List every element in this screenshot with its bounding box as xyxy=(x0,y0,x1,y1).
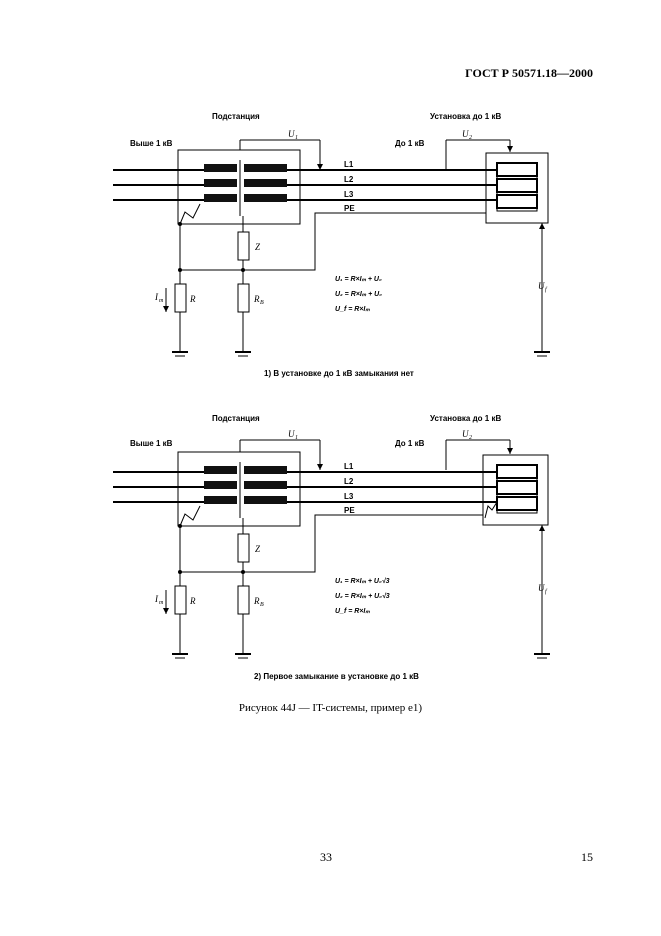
pe-label: PE xyxy=(344,506,355,515)
formula-uf: U_f = R×Iₘ xyxy=(335,306,370,313)
document-header: ГОСТ Р 50571.18—2000 xyxy=(465,66,593,80)
uf-label: U xyxy=(538,281,545,291)
uf-sub: f xyxy=(545,588,548,595)
u2-sub: 2 xyxy=(469,135,472,141)
u2-label: U xyxy=(462,429,469,439)
l3-label: L3 xyxy=(344,492,354,501)
uf-sub: f xyxy=(545,286,548,293)
pe-label: PE xyxy=(344,204,355,213)
formula-uf: U_f = R×Iₘ xyxy=(335,608,370,615)
rb-sub: B xyxy=(260,602,264,608)
diagram-2-caption: 2) Первое замыкание в установке до 1 кВ xyxy=(254,672,419,681)
l1-label: L1 xyxy=(344,160,354,169)
rb-label: R xyxy=(253,294,260,304)
page-number-center: 33 xyxy=(320,850,332,864)
above-1kv-label: Выше 1 кВ xyxy=(130,139,173,148)
uf-label: U xyxy=(538,583,545,593)
page-number-right: 15 xyxy=(581,850,593,864)
diagram-2: Подстанция Установка до 1 кВ Выше 1 кВ Д… xyxy=(113,414,550,681)
l1-label: L1 xyxy=(344,462,354,471)
im-label: I xyxy=(154,594,159,604)
l2-label: L2 xyxy=(344,175,354,184)
im-sub: m xyxy=(159,600,164,606)
diagram-1: Подстанция Установка до 1 кВ Выше 1 кВ Д… xyxy=(113,112,550,378)
r-label: R xyxy=(189,596,196,606)
above-1kv-label: Выше 1 кВ xyxy=(130,439,173,448)
u1-sub: 1 xyxy=(295,435,298,441)
u2-sub: 2 xyxy=(469,435,472,441)
im-label: I xyxy=(154,292,159,302)
z-label: Z xyxy=(255,544,261,554)
r-label: R xyxy=(189,294,196,304)
u1-label: U xyxy=(288,129,295,139)
u1-label: U xyxy=(288,429,295,439)
up-to-1kv-label: До 1 кВ xyxy=(395,439,425,448)
u1-sub: 1 xyxy=(295,135,298,141)
l2-label: L2 xyxy=(344,477,354,486)
l3-label: L3 xyxy=(344,190,354,199)
diagram-1-caption: 1) В установке до 1 кВ замыкания нет xyxy=(264,369,414,378)
formula-u2: U₂ = R×Iₘ + U₀√3 xyxy=(335,592,390,600)
formula-u2: U₂ = R×Iₘ + U₀ xyxy=(335,291,382,298)
substation-label: Подстанция xyxy=(212,112,260,121)
figure-caption: Рисунок 44J — IT-системы, пример е1) xyxy=(238,702,423,714)
installation-label: Установка до 1 кВ xyxy=(430,112,501,121)
substation-label: Подстанция xyxy=(212,414,260,423)
installation-label: Установка до 1 кВ xyxy=(430,414,501,423)
up-to-1kv-label: До 1 кВ xyxy=(395,139,425,148)
z-label: Z xyxy=(255,242,261,252)
u2-label: U xyxy=(462,129,469,139)
formula-u1: U₁ = R×Iₘ + U₀ xyxy=(335,276,382,283)
rb-label: R xyxy=(253,596,260,606)
rb-sub: B xyxy=(260,300,264,306)
im-sub: m xyxy=(159,298,164,304)
formula-u1: U₁ = R×Iₘ + U₀√3 xyxy=(335,577,390,585)
